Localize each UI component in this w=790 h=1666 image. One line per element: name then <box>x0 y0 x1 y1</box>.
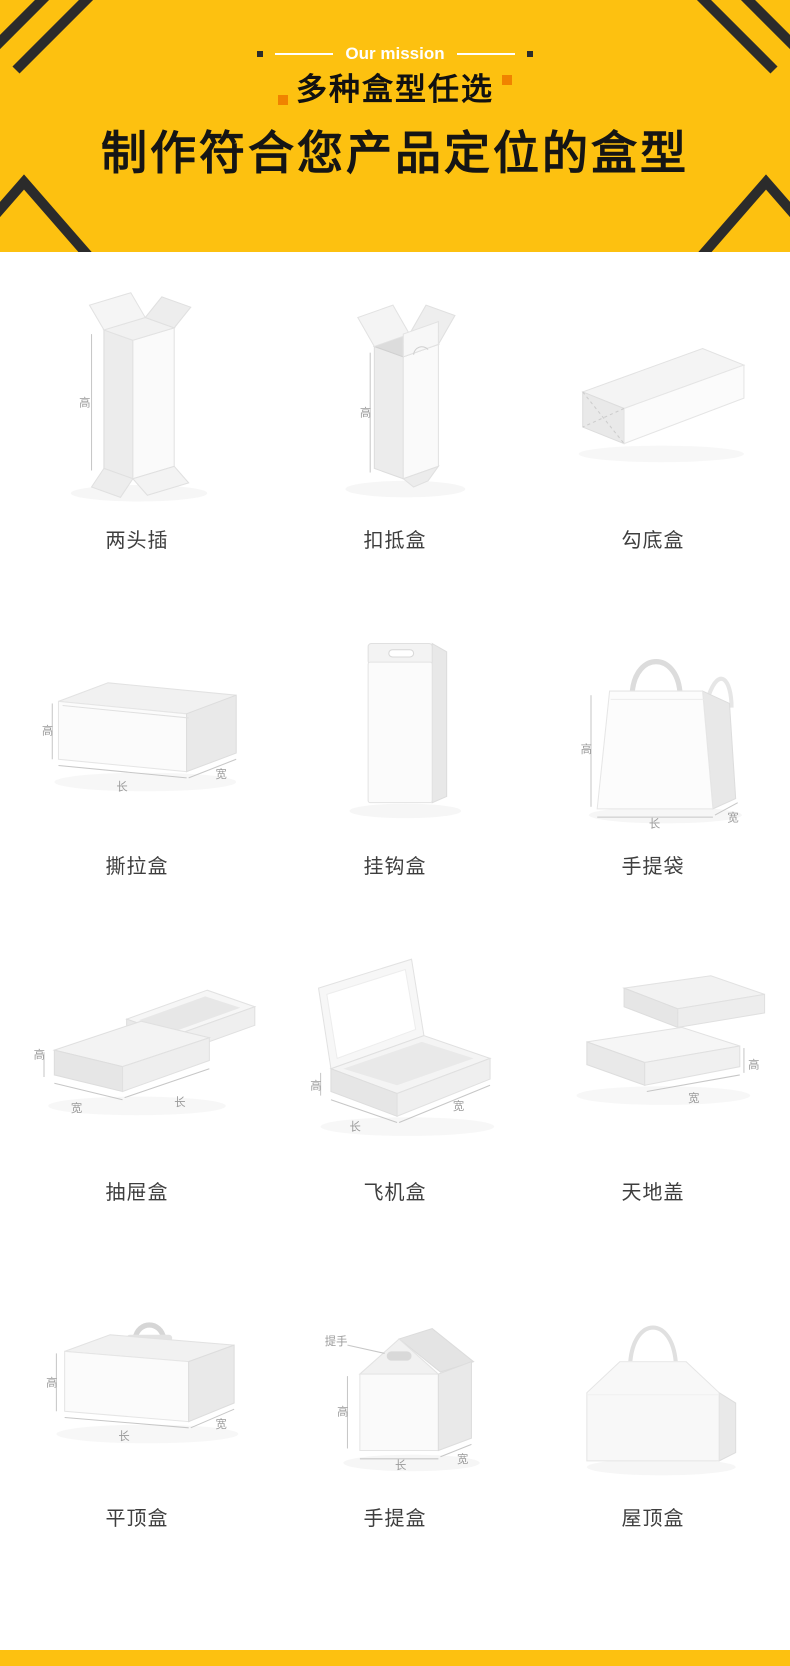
mission-line-right <box>456 53 515 55</box>
box-label: 手提袋 <box>621 856 685 878</box>
box-label: 勾底盒 <box>621 530 685 552</box>
illustration-shopping-bag: 高长 宽 <box>529 594 777 846</box>
box-label: 两头插 <box>105 530 169 552</box>
illustration-drawer-box: 高宽 长 <box>13 920 261 1172</box>
hero-subtitle: 多种盒型任选 <box>296 72 494 107</box>
box-card: 屋顶盒 <box>524 1246 782 1572</box>
box-card: 高长 宽 撕拉盒 <box>8 594 266 920</box>
svg-text:提手: 提手 <box>325 1334 348 1348</box>
box-card: 高 两头插 <box>8 268 266 594</box>
svg-text:高: 高 <box>310 1078 321 1092</box>
svg-text:高: 高 <box>581 742 592 756</box>
illustration-snap-lock-bottom-box: 高 <box>271 268 519 520</box>
mission-line-left <box>275 53 334 55</box>
illustration-lid-and-base-box: 高宽 <box>529 920 777 1172</box>
box-card: 高长 宽 飞机盒 <box>266 920 524 1246</box>
box-label: 撕拉盒 <box>105 856 169 878</box>
svg-text:宽: 宽 <box>688 1091 699 1105</box>
box-label: 扣抵盒 <box>363 530 427 552</box>
box-label: 手提盒 <box>363 1508 427 1530</box>
subtitle-square-left <box>278 94 288 105</box>
svg-text:高: 高 <box>79 395 90 409</box>
illustration-mailer-box: 高长 宽 <box>271 920 519 1172</box>
svg-text:长: 长 <box>118 1430 129 1443</box>
box-card: 高 扣抵盒 <box>266 268 524 594</box>
box-label: 抽屉盒 <box>105 1182 169 1204</box>
subtitle-square-right <box>502 75 512 85</box>
hero-title: 制作符合您产品定位的盒型 <box>101 126 689 179</box>
svg-text:长: 长 <box>649 817 660 830</box>
hero-banner: Our mission 多种盒型任选 制作符合您产品定位的盒型 <box>0 0 790 252</box>
illustration-roof-top-bag <box>529 1246 777 1498</box>
svg-text:高: 高 <box>748 1058 759 1072</box>
box-label: 天地盖 <box>621 1182 685 1204</box>
box-card: 高宽 长 抽屉盒 <box>8 920 266 1246</box>
svg-text:高: 高 <box>46 1375 57 1389</box>
svg-text:宽: 宽 <box>71 1101 82 1115</box>
illustration-hang-hole-box <box>271 594 519 846</box>
illustration-gable-handle-box: 提手高长 宽 <box>271 1246 519 1498</box>
svg-text:高: 高 <box>34 1047 45 1061</box>
svg-text:宽: 宽 <box>457 1452 468 1466</box>
box-card: 高长 宽 手提袋 <box>524 594 782 920</box>
svg-text:宽: 宽 <box>727 810 738 824</box>
illustration-tear-strip-box: 高长 宽 <box>13 594 261 846</box>
illustration-two-end-insert-box: 高 <box>13 268 261 520</box>
svg-text:高: 高 <box>360 406 371 420</box>
box-grid: 高 两头插 高 扣抵盒 勾底盒 高长宽 撕拉盒 挂钩盒 高长宽 手提袋 <box>0 252 790 1596</box>
illustration-hook-bottom-box <box>529 268 777 520</box>
mission-label: Our mission <box>345 44 445 63</box>
box-label: 屋顶盒 <box>621 1508 685 1530</box>
bottom-accent-bar <box>0 1650 790 1666</box>
svg-text:长: 长 <box>350 1121 361 1134</box>
mission-row: Our mission <box>0 0 790 64</box>
box-card: 高宽 天地盖 <box>524 920 782 1246</box>
svg-text:长: 长 <box>395 1459 406 1472</box>
box-card: 勾底盒 <box>524 268 782 594</box>
box-label: 平顶盒 <box>105 1508 169 1530</box>
illustration-flat-top-box: 高长 宽 <box>13 1246 261 1498</box>
box-label: 挂钩盒 <box>363 856 427 878</box>
svg-text:宽: 宽 <box>453 1099 464 1113</box>
svg-text:宽: 宽 <box>216 767 227 781</box>
mission-square-right <box>526 51 533 57</box>
svg-text:长: 长 <box>174 1096 185 1109</box>
svg-text:长: 长 <box>116 780 127 793</box>
box-card: 提手高长 宽 手提盒 <box>266 1246 524 1572</box>
subtitle-row: 多种盒型任选 <box>0 72 790 108</box>
box-card: 挂钩盒 <box>266 594 524 920</box>
box-label: 飞机盒 <box>363 1182 427 1204</box>
svg-text:高: 高 <box>337 1404 348 1418</box>
svg-text:宽: 宽 <box>216 1417 227 1431</box>
svg-text:高: 高 <box>42 723 53 737</box>
box-card: 高长 宽 平顶盒 <box>8 1246 266 1572</box>
mission-square-left <box>257 51 264 57</box>
